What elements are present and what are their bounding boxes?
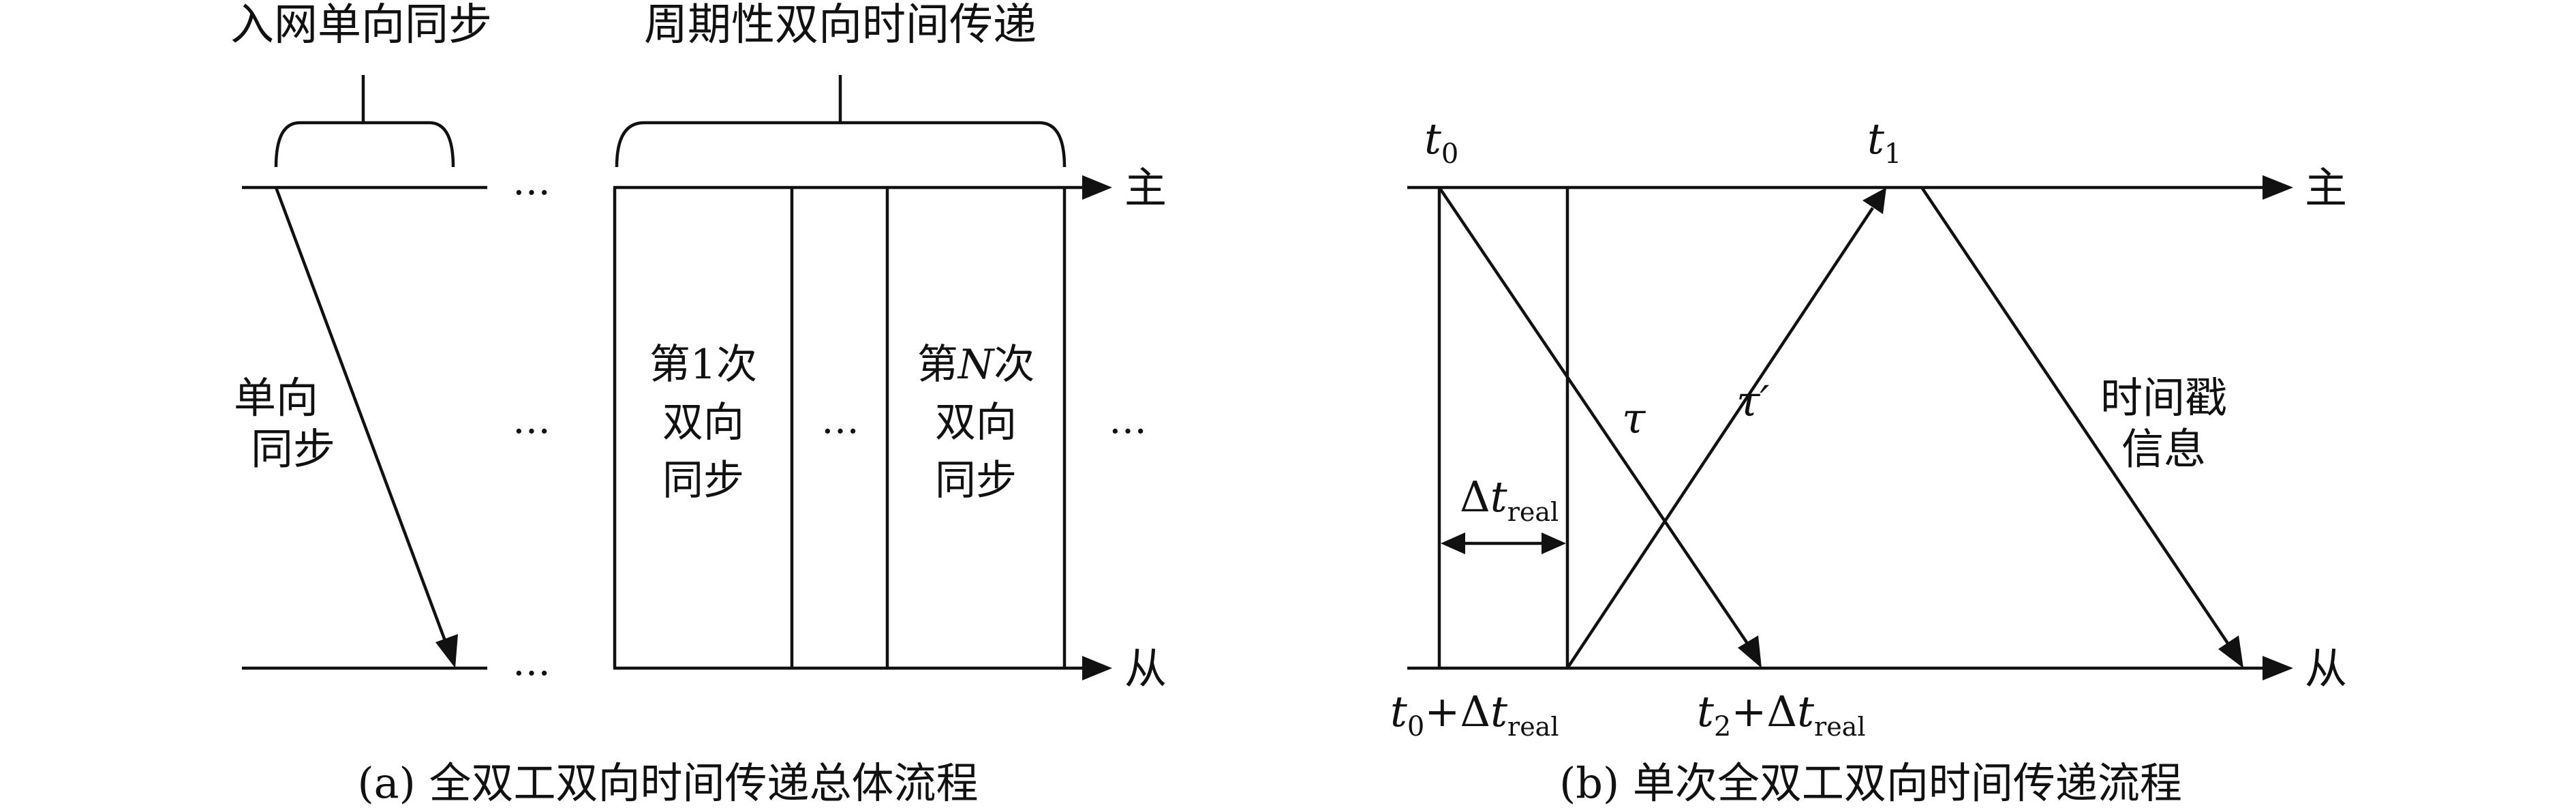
delta-right-arrowhead (1542, 532, 1566, 554)
brace-twoway (615, 75, 1067, 168)
master-axis-b-arrowhead (2263, 175, 2293, 200)
timestamp-arrowhead (2218, 635, 2243, 668)
label-first-twoway-line2: 双向 (662, 399, 744, 447)
tau-prime-arrowhead (1862, 187, 1886, 214)
oneway-sync-arrowhead (435, 634, 458, 668)
label-nth-twoway-line3: 同步 (935, 457, 1017, 505)
label-tau: τ (1622, 393, 1646, 443)
brace-oneway (274, 75, 455, 168)
label-tau-prime: τ′ (1736, 376, 1769, 426)
label-timestamp-line2: 信息 (2121, 424, 2206, 474)
delta-left-arrowhead (1441, 532, 1465, 554)
label-master-a: 主 (1124, 163, 1167, 213)
ellipsis-middle-left: … (512, 398, 551, 442)
label-slave-a: 从 (1124, 644, 1167, 693)
label-first-twoway-line1: 第1次 (649, 341, 757, 389)
label-first-twoway-line3: 同步 (662, 457, 744, 505)
ellipsis-right: … (1109, 398, 1147, 442)
caption-b: (b) 单次全双工双向时间传递流程 (1559, 758, 2182, 808)
caption-a: (a) 全双工双向时间传递总体流程 (357, 758, 978, 808)
tau-arrowhead (1738, 635, 1762, 668)
label-periodic-twoway-transfer: 周期性双向时间传递 (644, 0, 1037, 50)
label-nth-twoway-line1: 第N次 (917, 341, 1035, 389)
label-t2-plus-delta-t-real: t2+Δtreal (1697, 687, 1866, 742)
panel-a: 入网单向同步 周期性双向时间传递 主 从 … … … … … 单向 同步 第1次 (230, 0, 1167, 808)
label-t0-plus-delta-t-real: t0+Δtreal (1390, 687, 1559, 742)
ellipsis-bottom: … (512, 640, 551, 685)
label-oneway-line2: 同步 (251, 424, 335, 474)
timestamp-arrow-line (1920, 186, 2230, 646)
label-master-b: 主 (2305, 163, 2347, 213)
label-oneway-line1: 单向 (234, 373, 318, 423)
label-network-entry-oneway-sync: 入网单向同步 (230, 0, 492, 50)
panel-b: 主 从 t0 t1 τ τ′ 时间戳 信息 Δtreal t0+Δtreal t… (1390, 114, 2347, 808)
label-nth-twoway-line2: 双向 (935, 399, 1017, 447)
oneway-sync-arrow-line (274, 187, 448, 645)
slave-axis-arrowhead (1082, 656, 1112, 680)
label-delta-t-real: Δtreal (1460, 472, 1559, 527)
ellipsis-top: … (512, 160, 551, 204)
tau-prime-arrow-line (1566, 207, 1874, 670)
label-slave-b: 从 (2305, 644, 2347, 693)
tau-arrow-line (1438, 186, 1749, 646)
slave-axis-b-arrowhead (2263, 656, 2293, 680)
label-timestamp-line1: 时间戳 (2100, 373, 2227, 423)
ellipsis-between-blocks: … (821, 398, 859, 442)
master-axis-arrowhead (1082, 175, 1112, 200)
label-t1: t1 (1867, 114, 1901, 170)
label-t0: t0 (1424, 114, 1458, 170)
